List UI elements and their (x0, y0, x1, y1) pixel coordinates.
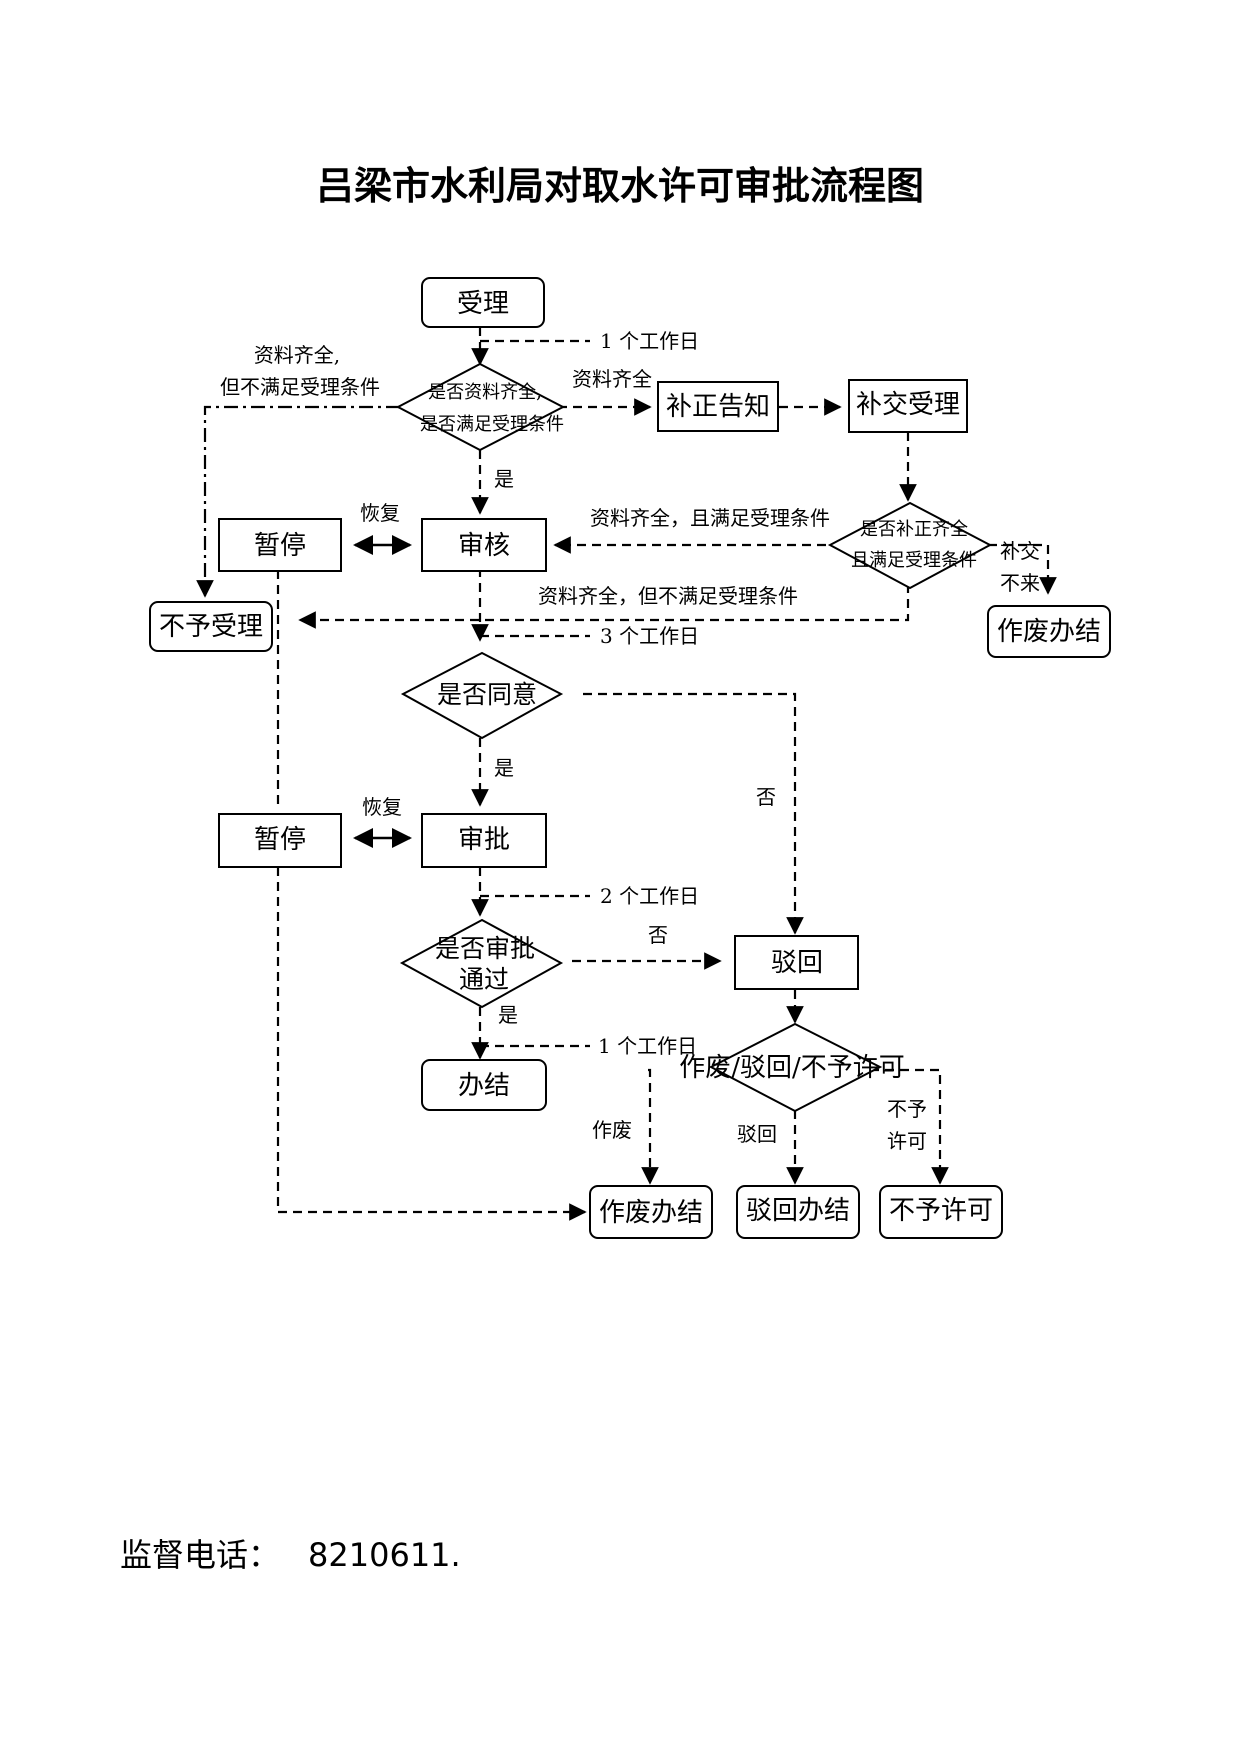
resume-arrows (353, 535, 412, 848)
node-void2 (589, 1185, 713, 1239)
arrow-suspend-void (276, 867, 587, 1221)
node-return-done (736, 1185, 860, 1239)
node-split-text: 作废/驳回/不予许可 (679, 1053, 905, 1083)
label-not-sub-1: 补交 (1000, 539, 1040, 563)
label-complete-ok: 资料齐全，且满足受理条件 (590, 506, 830, 530)
node-agree (400, 651, 564, 740)
node-suspend2-text: 暂停 (254, 825, 306, 855)
arrow-split-void (641, 1068, 659, 1185)
node-check2 (827, 501, 993, 590)
node-resubmit-text: 补交受理 (856, 390, 960, 420)
node-notice (657, 381, 779, 432)
node-split (708, 1022, 883, 1113)
node-deny (879, 1185, 1003, 1239)
label-deny-2: 许可 (887, 1129, 927, 1153)
label-return: 驳回 (737, 1122, 777, 1146)
arrow-check2-void (988, 543, 1057, 595)
label-incomplete-1: 资料齐全, (254, 343, 340, 367)
node-approve (421, 813, 547, 868)
node-done-text: 办结 (458, 1071, 510, 1101)
edge-labels: 1 个工作日 资料齐全, 但不满足受理条件 资料齐全 是 恢复 资料齐全，且满足… (220, 329, 1040, 1153)
node-check2-text-2: 且满足受理条件 (851, 550, 977, 571)
label-void: 作废 (592, 1118, 632, 1142)
label-yes1: 是 (494, 467, 514, 491)
node-check2-text-1: 是否补正齐全 (860, 519, 968, 540)
node-reject-accept (149, 601, 273, 652)
label-day1a: 1 个工作日 (600, 329, 699, 353)
label-complete-not-ok: 资料齐全，但不满足受理条件 (538, 584, 798, 608)
node-returned-text: 驳回 (771, 948, 823, 978)
node-approved-text-1: 是否审批 (435, 934, 535, 963)
node-returned (734, 935, 859, 990)
arrow-split-deny (870, 1068, 949, 1185)
connectors (196, 327, 1057, 1221)
node-review (421, 518, 547, 572)
node-void1 (987, 605, 1111, 658)
supervision-phone-number: 8210611. (308, 1536, 461, 1574)
label-resume2: 恢复 (362, 795, 402, 819)
arrow-check2-reject (298, 584, 910, 629)
label-yes2: 是 (494, 756, 514, 780)
nodes (149, 277, 1111, 1239)
node-agree-text: 是否同意 (437, 680, 537, 709)
label-no2: 否 (648, 923, 668, 947)
label-deny-1: 不予 (887, 1097, 927, 1121)
supervision-phone: 监督电话： 8210611. (120, 1530, 461, 1576)
label-complete: 资料齐全 (572, 367, 652, 391)
node-check1 (395, 362, 566, 452)
node-review-text: 审核 (458, 531, 510, 561)
node-suspend1-text: 暂停 (254, 531, 306, 561)
node-texts: 受理 是否资料齐全, 是否满足受理条件 补正告知 补交受理 暂停 审核 是否补正… (159, 289, 1101, 1228)
node-check1-text-1: 是否资料齐全, (428, 382, 542, 403)
node-reject-accept-text: 不予受理 (159, 612, 263, 642)
node-void1-text: 作废办结 (997, 617, 1101, 647)
node-suspend2 (218, 813, 342, 868)
node-suspend1 (218, 518, 342, 572)
node-resubmit (848, 379, 968, 433)
arrow-check1-reject (196, 405, 400, 598)
label-yes3: 是 (498, 1003, 518, 1027)
label-incomplete-2: 但不满足受理条件 (220, 375, 380, 399)
node-return-done-text: 驳回办结 (746, 1196, 850, 1226)
label-day2: 2 个工作日 (600, 884, 699, 908)
node-accept (421, 277, 545, 328)
node-notice-text: 补正告知 (666, 392, 770, 422)
node-done (421, 1059, 547, 1111)
node-approve-text: 审批 (458, 825, 510, 855)
node-check1-text-2: 是否满足受理条件 (420, 414, 564, 435)
node-deny-text: 不予许可 (889, 1196, 993, 1226)
label-resume1: 恢复 (360, 501, 400, 525)
node-accept-text: 受理 (457, 289, 509, 319)
label-day3: 3 个工作日 (600, 624, 699, 648)
supervision-phone-label: 监督电话： (120, 1536, 281, 1574)
arrow-agree-returned (583, 692, 804, 935)
label-not-sub-2: 不来 (1000, 571, 1040, 595)
node-approved (399, 918, 564, 1009)
page-title: 吕梁市水利局对取水许可审批流程图 (315, 163, 924, 208)
label-day1b: 1 个工作日 (598, 1034, 697, 1058)
label-no1: 否 (756, 785, 776, 809)
node-void2-text: 作废办结 (599, 1198, 703, 1228)
node-approved-text-2: 通过 (459, 965, 509, 994)
